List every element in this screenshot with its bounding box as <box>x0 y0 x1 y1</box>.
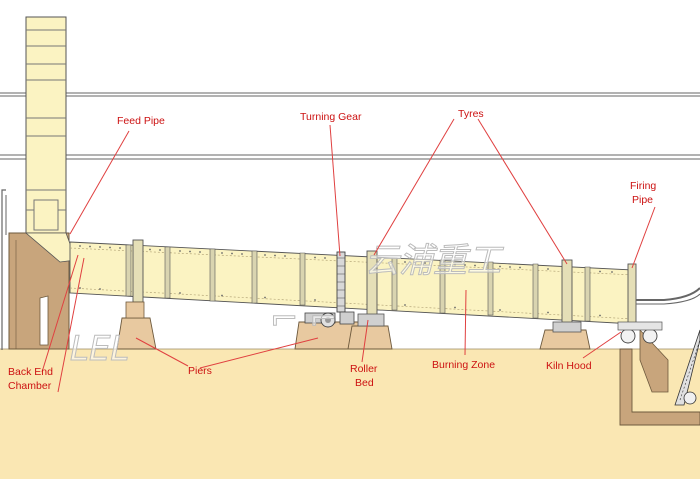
chimney <box>26 17 66 235</box>
label-tyres: Tyres <box>458 108 484 120</box>
label-kiln-hood: Kiln Hood <box>546 360 592 372</box>
label-firing-pipe: Firing <box>630 180 656 192</box>
label-roller-bed: Roller <box>350 363 378 375</box>
svg-text:云浦重工: 云浦重工 <box>365 241 504 281</box>
label-feed-pipe: Feed Pipe <box>117 115 165 127</box>
building-outline <box>0 93 700 159</box>
label-roller-bed: Bed <box>355 377 374 389</box>
label-burning-zone: Burning Zone <box>432 359 495 371</box>
label-piers: Piers <box>188 365 212 377</box>
firing-pipe <box>636 288 700 304</box>
svg-text:LEL: LEL <box>70 329 129 369</box>
label-back-end-chamber: Back End <box>8 366 53 378</box>
watermark-logo-mark: ⌐ ⌐ <box>270 299 338 339</box>
label-back-end-chamber: Chamber <box>8 380 52 392</box>
turning-gear <box>337 252 345 312</box>
label-firing-pipe: Pipe <box>632 194 653 206</box>
label-turning-gear: Turning Gear <box>300 111 362 123</box>
